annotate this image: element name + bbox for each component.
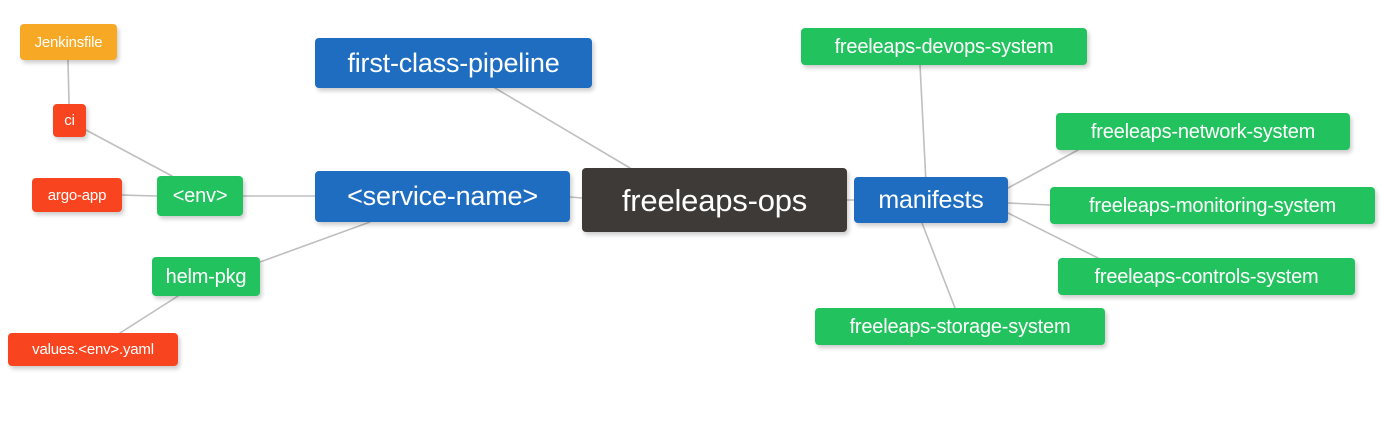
node-label-manifests: manifests — [878, 185, 984, 214]
node-helm-pkg[interactable]: helm-pkg — [152, 257, 260, 296]
node-label-argo-app: argo-app — [47, 186, 107, 204]
edge-manifests-to-freeleaps-storage-system — [921, 222, 956, 309]
node-freeleaps-network-system[interactable]: freeleaps-network-system — [1056, 113, 1350, 150]
node-label-freeleaps-storage-system: freeleaps-storage-system — [849, 315, 1071, 338]
node-label-freeleaps-monitoring-system: freeleaps-monitoring-system — [1089, 194, 1336, 217]
edge-argo-app-to-env — [121, 194, 158, 197]
node-freeleaps-ops[interactable]: freeleaps-ops — [582, 168, 847, 232]
node-first-class-pipeline[interactable]: first-class-pipeline — [315, 38, 592, 88]
node-label-ci: ci — [64, 112, 75, 129]
edge-ci-to-env — [85, 129, 173, 177]
node-label-first-class-pipeline: first-class-pipeline — [347, 47, 560, 78]
node-label-helm-pkg: helm-pkg — [165, 265, 247, 288]
node-service-name[interactable]: <service-name> — [315, 171, 570, 222]
node-label-service-name: <service-name> — [347, 181, 538, 211]
node-freeleaps-monitoring-system[interactable]: freeleaps-monitoring-system — [1050, 187, 1375, 224]
node-label-freeleaps-network-system: freeleaps-network-system — [1090, 120, 1316, 143]
node-jenkinsfile[interactable]: Jenkinsfile — [20, 24, 117, 60]
node-label-freeleaps-controls-system: freeleaps-controls-system — [1094, 265, 1319, 288]
edge-service-name-to-helm-pkg — [259, 221, 371, 263]
edge-jenkinsfile-to-ci — [67, 59, 70, 105]
node-ci[interactable]: ci — [53, 104, 86, 137]
edge-service-name-to-freeleaps-ops — [569, 196, 583, 199]
node-freeleaps-storage-system[interactable]: freeleaps-storage-system — [815, 308, 1105, 345]
edge-first-class-pipeline-to-freeleaps-ops — [494, 87, 631, 169]
node-label-values-yaml: values.<env>.yaml — [32, 341, 154, 358]
node-label-freeleaps-devops-system: freeleaps-devops-system — [834, 35, 1054, 58]
node-values-yaml[interactable]: values.<env>.yaml — [8, 333, 178, 366]
node-env[interactable]: <env> — [157, 176, 243, 216]
node-manifests[interactable]: manifests — [854, 177, 1008, 223]
edge-manifests-to-freeleaps-network-system — [1007, 149, 1079, 189]
node-freeleaps-devops-system[interactable]: freeleaps-devops-system — [801, 28, 1087, 65]
node-label-jenkinsfile: Jenkinsfile — [34, 33, 103, 51]
node-label-freeleaps-ops: freeleaps-ops — [621, 182, 808, 218]
node-freeleaps-controls-system[interactable]: freeleaps-controls-system — [1058, 258, 1355, 295]
edge-helm-pkg-to-values-yaml — [119, 295, 179, 334]
node-argo-app[interactable]: argo-app — [32, 178, 122, 212]
edge-manifests-to-freeleaps-monitoring-system — [1007, 202, 1051, 206]
node-label-env: <env> — [172, 185, 228, 207]
